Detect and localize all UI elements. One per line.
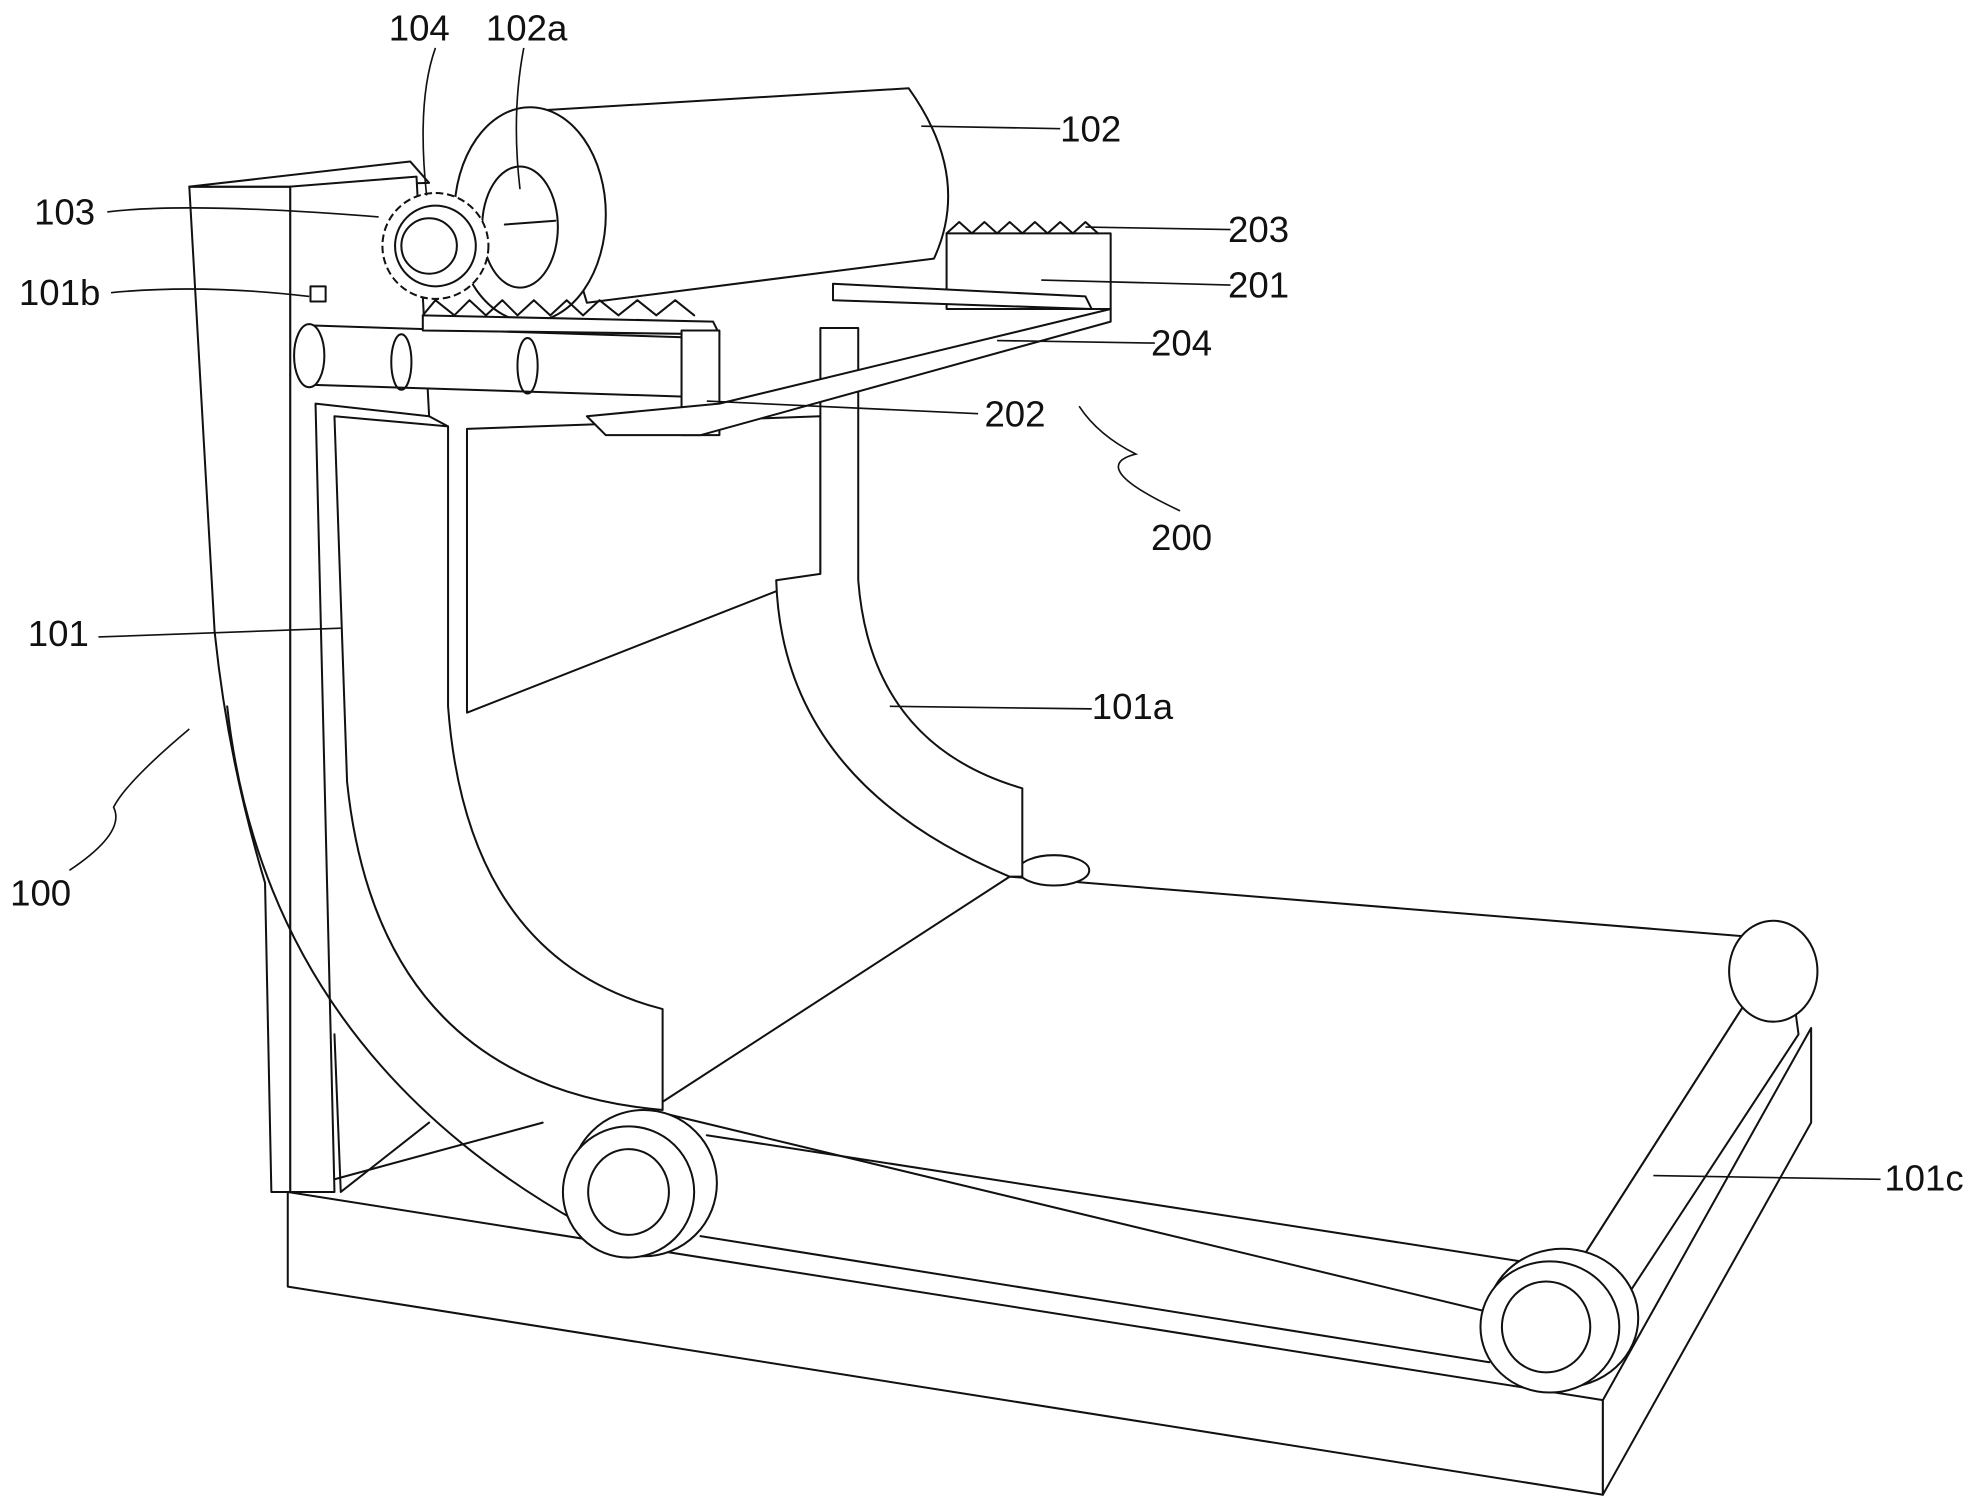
label-101: 101 — [28, 613, 89, 654]
label-204: 204 — [1151, 323, 1212, 364]
label-101c: 101c — [1884, 1158, 1963, 1199]
label-203: 203 — [1228, 209, 1289, 250]
label-102: 102 — [1060, 108, 1121, 149]
label-102a: 102a — [486, 7, 568, 48]
label-101b: 101b — [19, 272, 100, 313]
label-104: 104 — [389, 7, 450, 48]
rack-203 — [947, 222, 1098, 233]
sensor-101b — [310, 286, 325, 301]
shaft — [294, 324, 707, 397]
label-103: 103 — [34, 192, 95, 233]
label-200: 200 — [1151, 517, 1212, 558]
label-202: 202 — [984, 393, 1045, 434]
label-201: 201 — [1228, 265, 1289, 306]
label-100: 100 — [10, 873, 71, 914]
gear-103 — [382, 193, 488, 299]
label-101a: 101a — [1092, 686, 1174, 727]
